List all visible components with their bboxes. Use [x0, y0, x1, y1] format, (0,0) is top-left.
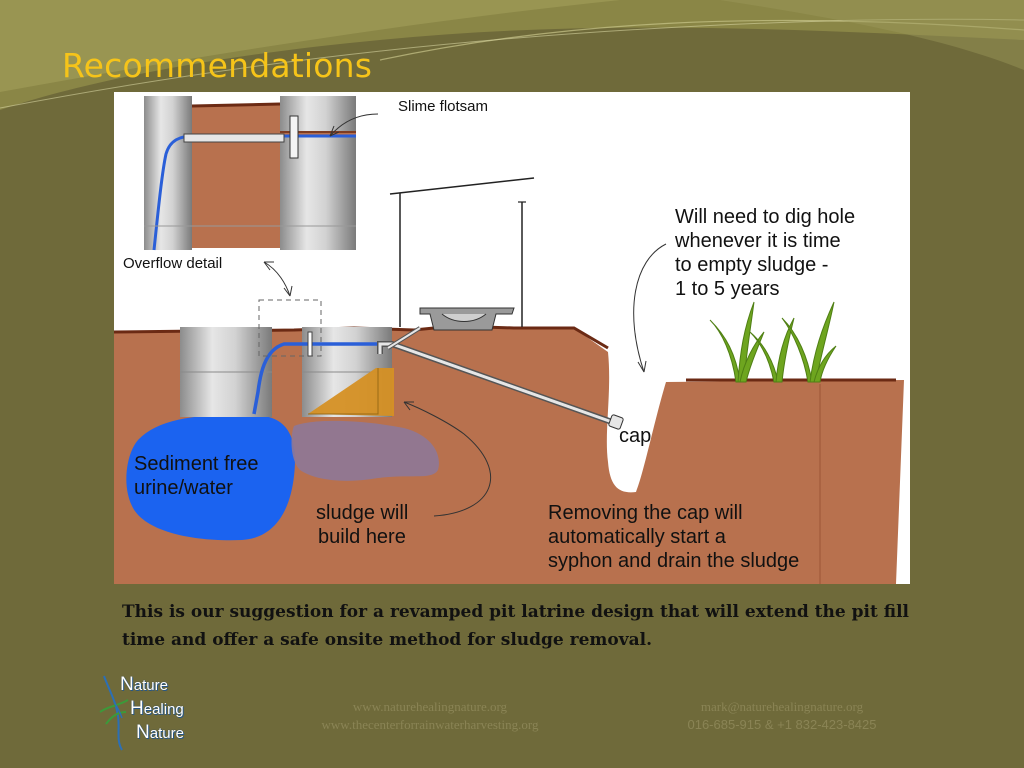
- nature-healing-nature-logo: Nature Healing Nature: [96, 672, 226, 752]
- logo-figure-icon: [99, 675, 129, 751]
- footer-web-1: www.naturehealingnature.org: [352, 699, 508, 714]
- footer-websites: www.naturehealingnature.org www.thecente…: [270, 698, 590, 734]
- overflow-detail-box: [258, 299, 322, 357]
- label-dig-hole-3: to empty sludge -: [675, 254, 829, 276]
- label-sediment-2: urine/water: [134, 477, 233, 499]
- footer-contact: mark@naturehealingnature.org 016-685-915…: [640, 698, 924, 734]
- label-sludge-1: sludge will: [316, 502, 409, 524]
- label-slime-flotsam: Slime flotsam: [398, 98, 489, 115]
- label-sludge-2: build here: [318, 526, 406, 548]
- label-removing-3: syphon and drain the sludge: [548, 550, 800, 572]
- label-dig-hole-1: Will need to dig hole: [675, 206, 856, 228]
- label-cap: cap: [619, 425, 652, 447]
- sludge-zone: [291, 420, 439, 481]
- arrow-dig: [633, 243, 667, 373]
- water-pool: [126, 414, 295, 541]
- arrow-slime: [329, 113, 379, 137]
- pipe-cap: [608, 414, 624, 430]
- logo-line-1: Nature: [120, 674, 168, 695]
- plant-grass: [709, 301, 837, 383]
- label-removing-2: automatically start a: [548, 526, 726, 548]
- overflow-inset: [140, 96, 356, 251]
- footer-email: mark@naturehealingnature.org: [700, 699, 864, 714]
- slide-title: Recommendations: [62, 46, 373, 85]
- label-removing-1: Removing the cap will: [548, 502, 743, 524]
- label-dig-hole-2: whenever it is time: [675, 230, 841, 252]
- arrow-overflow: [263, 261, 291, 297]
- arrow-sludge: [403, 401, 492, 517]
- outhouse-roof: [389, 177, 535, 195]
- label-sediment-1: Sediment free: [134, 453, 259, 475]
- footer-phones: 016-685-915 & +1 832-423-8425: [687, 717, 877, 732]
- logo-line-2: Healing: [130, 698, 184, 719]
- water-line: [252, 342, 384, 415]
- sludge-accumulation: [308, 368, 394, 416]
- footer-web-2: www.thecenterforrainwaterharvesting.org: [321, 717, 539, 732]
- latrine-diagram-art: [114, 96, 904, 584]
- label-dig-hole-4: 1 to 5 years: [675, 278, 780, 300]
- latrine-diagram: Slime flotsam Overflow detail Will need …: [114, 92, 910, 584]
- label-overflow-detail: Overflow detail: [123, 255, 223, 272]
- slide-caption: This is our suggestion for a revamped pi…: [122, 602, 910, 650]
- logo-line-3: Nature: [136, 722, 184, 743]
